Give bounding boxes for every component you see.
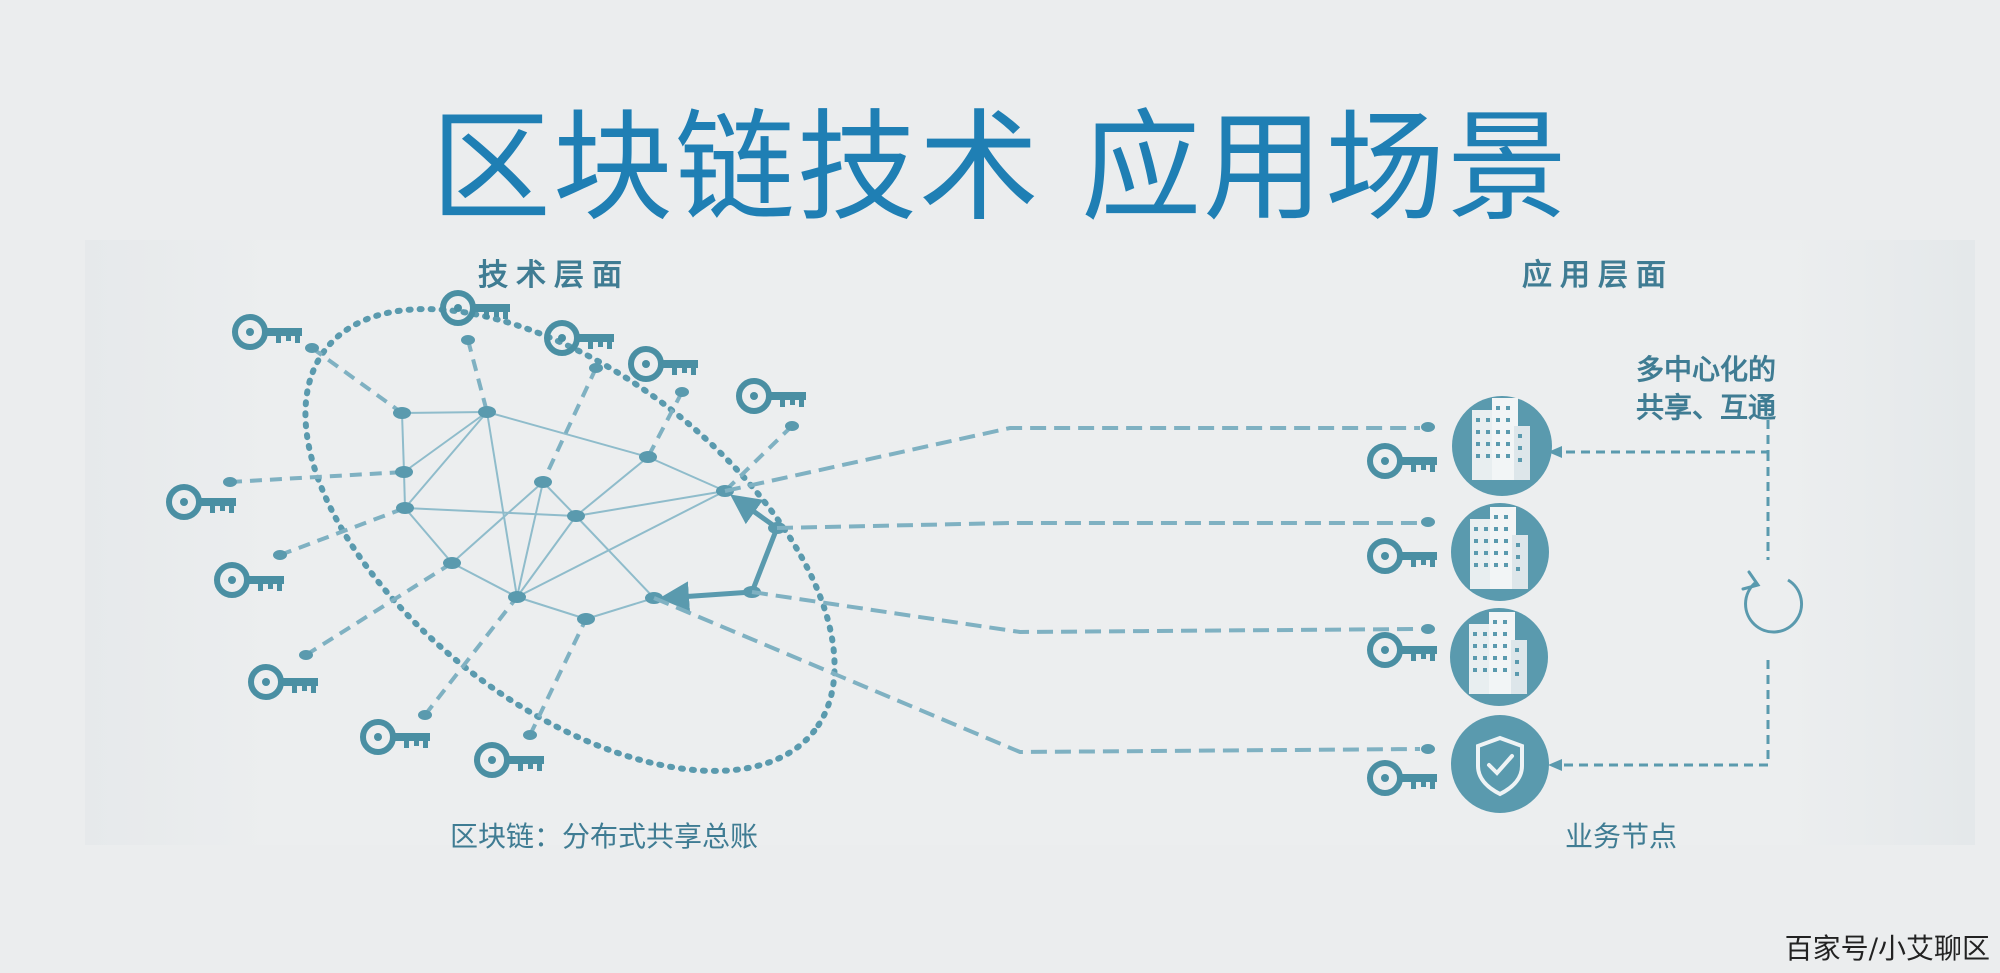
decentralized-note-line1: 多中心化的 bbox=[1636, 353, 1777, 386]
mesh-lines bbox=[401, 411, 753, 620]
business-links bbox=[653, 426, 1421, 755]
sharing-loop bbox=[1560, 420, 1770, 767]
inner-nodes bbox=[393, 406, 786, 625]
refresh-icon bbox=[1741, 570, 1803, 634]
blockchain-ledger-caption: 区块链：分布式共享总账 bbox=[450, 820, 759, 853]
transaction-path bbox=[659, 494, 780, 612]
key-icons bbox=[169, 293, 806, 775]
ledger-boundary bbox=[302, 306, 838, 774]
page-title: 区块链技术 应用场景 bbox=[430, 99, 1570, 238]
business-node-enterprise-2 bbox=[1451, 503, 1549, 601]
business-link-ends bbox=[1421, 422, 1435, 754]
business-node-enterprise-3 bbox=[1450, 608, 1548, 706]
technical-layer-heading: 技术层面 bbox=[478, 258, 630, 293]
business-node-caption: 业务节点 bbox=[1565, 820, 1678, 853]
key-spokes bbox=[229, 339, 794, 736]
business-key-icons bbox=[1370, 446, 1437, 793]
decentralized-note-line2: 共享、互通 bbox=[1636, 391, 1777, 424]
outer-nodes bbox=[223, 335, 799, 740]
application-layer-heading: 应用层面 bbox=[1522, 258, 1674, 293]
content-panel bbox=[85, 240, 1975, 845]
business-node-security bbox=[1451, 715, 1549, 813]
business-node-enterprise-1 bbox=[1452, 396, 1552, 496]
watermark: 百家号/小艾聊区 bbox=[1784, 932, 1990, 965]
shield-check-icon bbox=[1476, 735, 1524, 797]
